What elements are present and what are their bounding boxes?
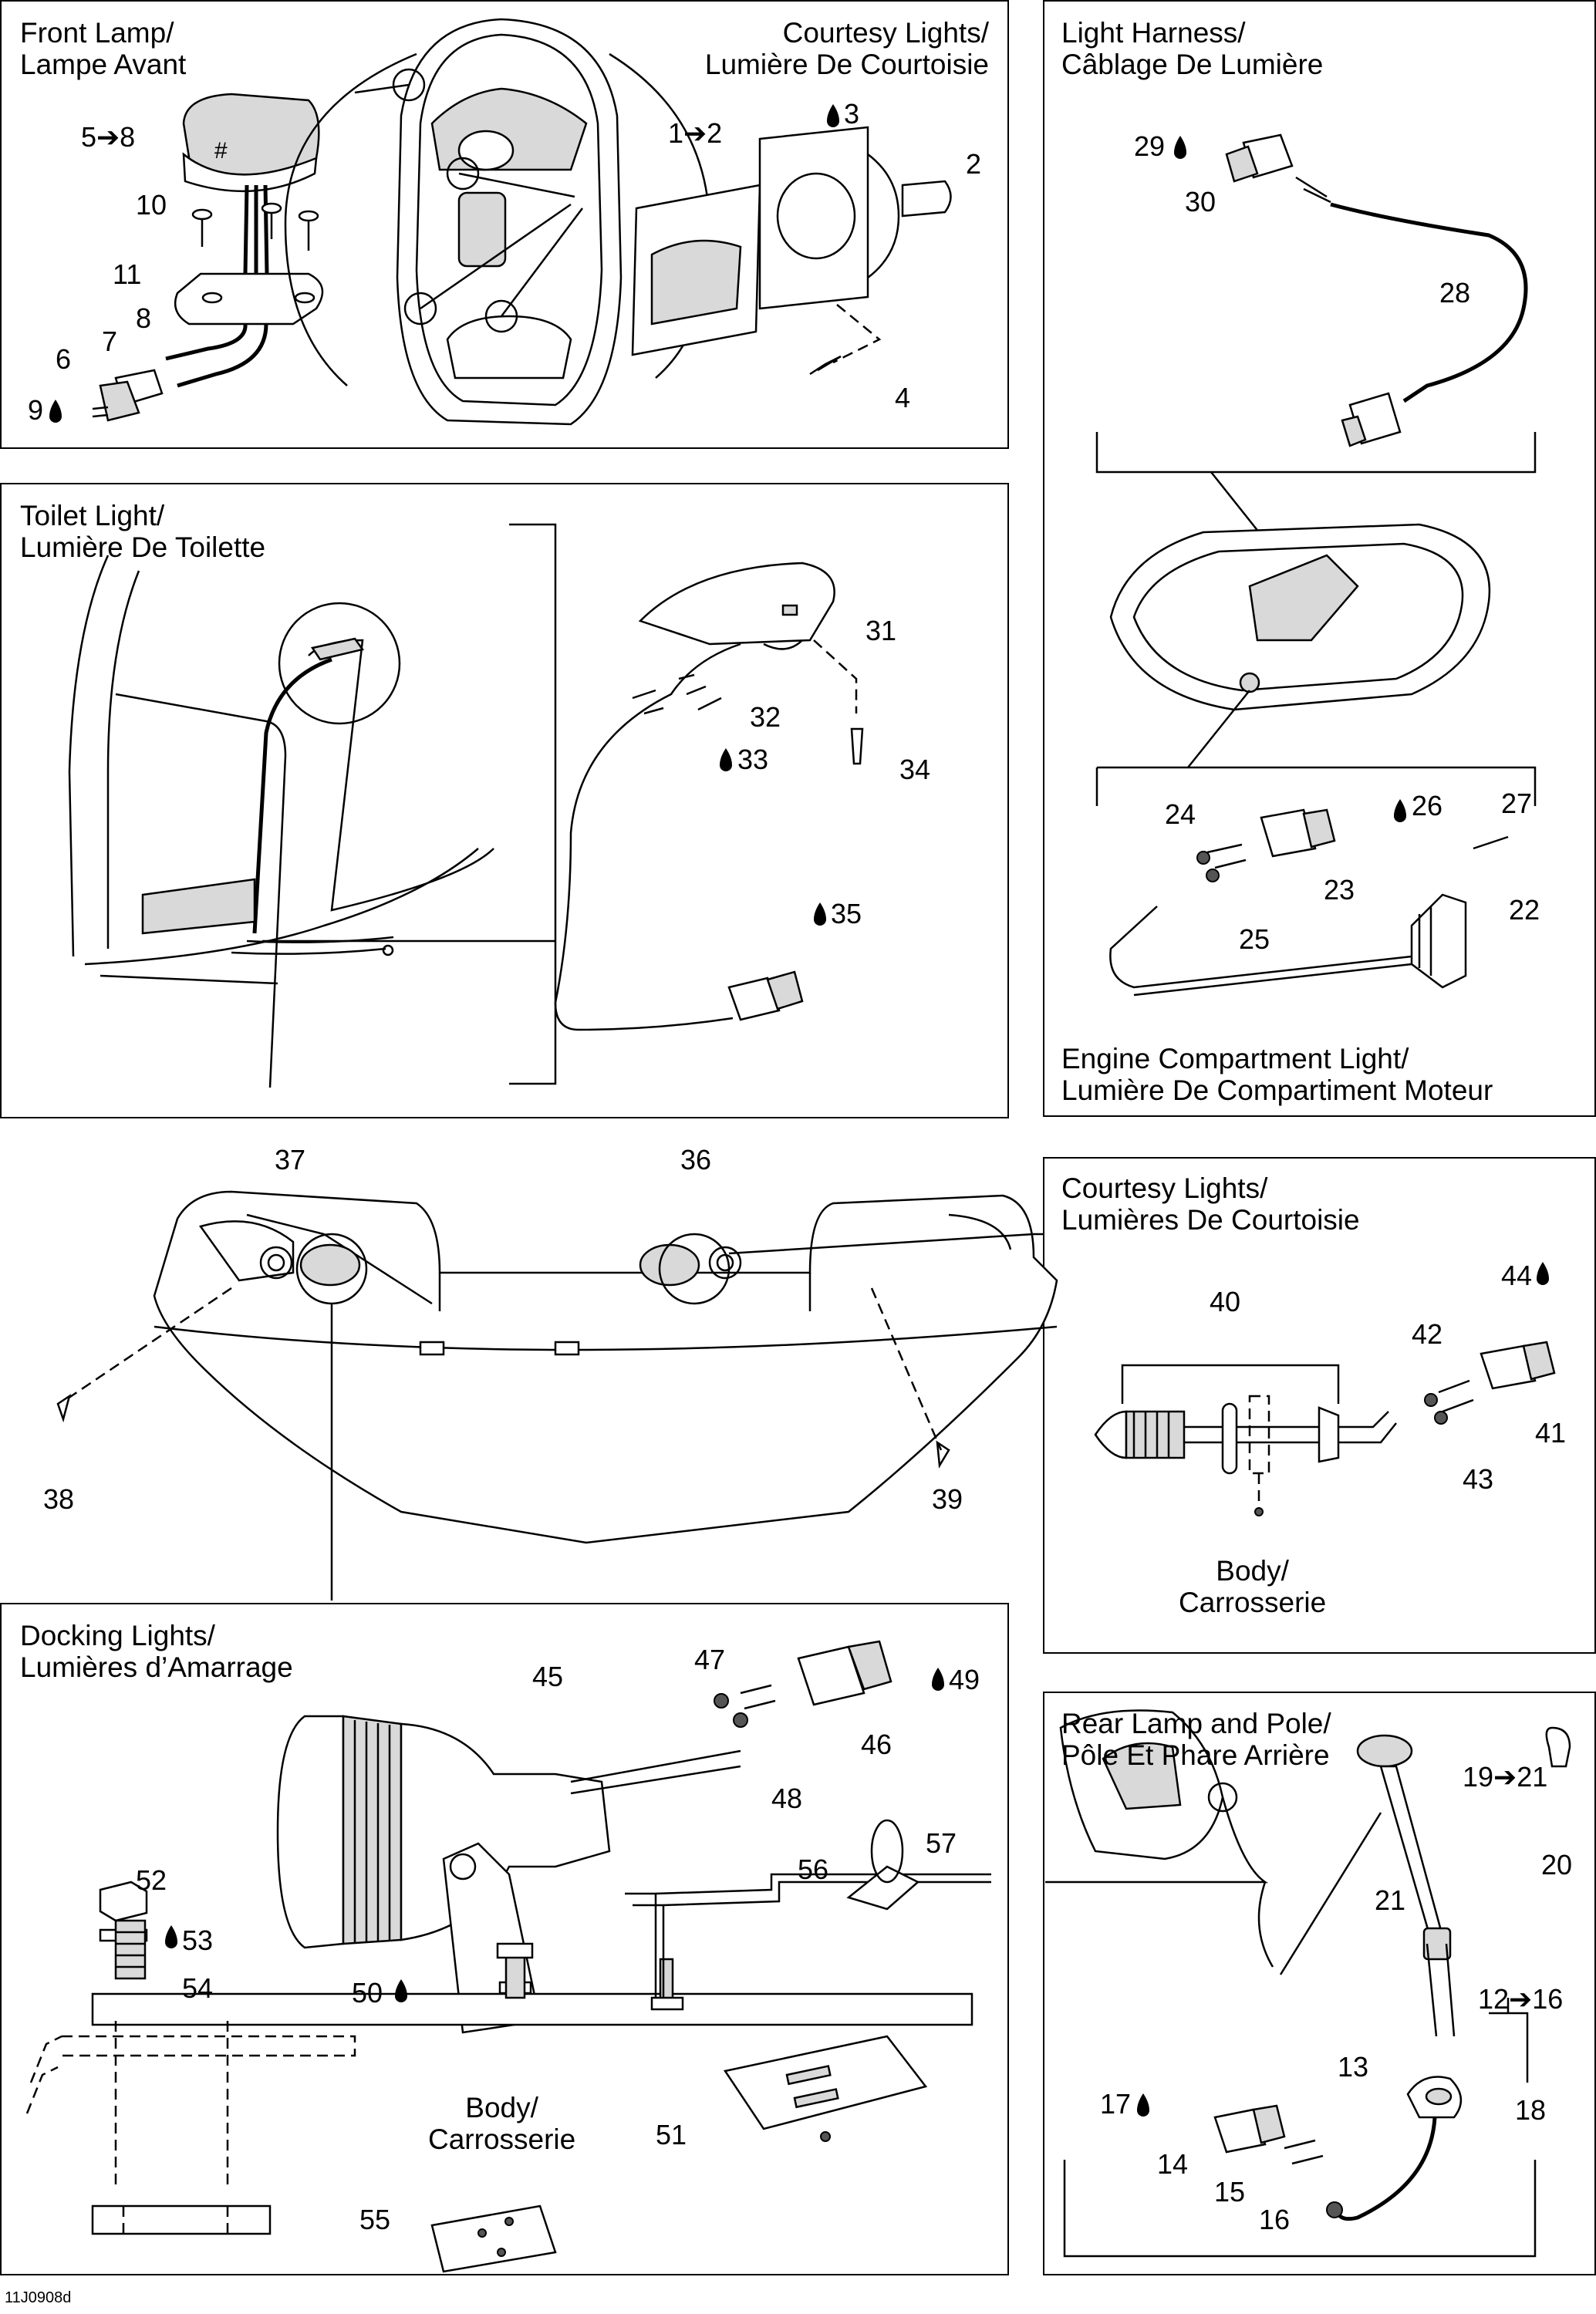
callout-46: 46 <box>861 1729 892 1760</box>
callout-38: 38 <box>43 1483 75 1515</box>
callout-16: 16 <box>1259 2204 1291 2235</box>
panel-courtesy-lights-side <box>1043 1157 1596 1654</box>
callout-27: 27 <box>1501 788 1533 819</box>
callout-41: 41 <box>1535 1417 1567 1449</box>
callout-19-21: 19➔21 <box>1463 1761 1548 1793</box>
callout-25: 25 <box>1239 923 1270 955</box>
toilet-light-drawing <box>68 523 557 1088</box>
callout-26: 26 <box>1412 790 1443 821</box>
callout-57: 57 <box>926 1827 957 1859</box>
callout-11: 11 <box>113 258 142 290</box>
courtesy-light-side-drawing <box>1094 1341 1556 1516</box>
svg-text:#: # <box>214 138 228 164</box>
callout-28: 28 <box>1439 277 1471 309</box>
callout-17: 17 <box>1100 2088 1132 2120</box>
callout-10: 10 <box>136 189 167 221</box>
callout-36: 36 <box>680 1144 712 1176</box>
engine-light-parts-drawing <box>1109 808 1509 997</box>
docking-connector-drawing <box>714 1640 892 1728</box>
engine-compartment-tub-drawing <box>1095 523 1537 806</box>
front-lamp-title: Front Lamp/ Lampe Avant <box>20 17 187 80</box>
light-harness-drawing <box>1095 133 1537 541</box>
callout-44: 44 <box>1501 1260 1533 1291</box>
callout-49: 49 <box>949 1664 980 1695</box>
callout-12-16: 12➔16 <box>1478 1983 1564 2015</box>
docking-body-label: Body/ Carrosserie <box>428 2092 576 2155</box>
callout-40: 40 <box>1210 1286 1241 1317</box>
callout-9: 9 <box>28 394 44 426</box>
callout-6: 6 <box>56 343 72 375</box>
courtesy-lights-side-title: Courtesy Lights/ Lumières De Courtoisie <box>1061 1172 1360 1236</box>
callout-20: 20 <box>1541 1849 1573 1881</box>
hull-top-view <box>284 18 711 426</box>
drawing-code: 11J0908d <box>5 2289 72 2306</box>
callout-54: 54 <box>182 1972 214 2004</box>
callout-3: 3 <box>844 98 860 130</box>
callout-5-8: 5➔8 <box>81 121 136 153</box>
callout-56: 56 <box>798 1854 829 1885</box>
callout-37: 37 <box>275 1144 306 1176</box>
callout-35: 35 <box>831 898 862 929</box>
callout-50: 50 <box>352 1977 383 2009</box>
callout-7: 7 <box>102 326 118 357</box>
callout-22: 22 <box>1509 894 1540 926</box>
callout-30: 30 <box>1185 186 1216 218</box>
callout-13: 13 <box>1338 2051 1369 2083</box>
callout-33: 33 <box>737 744 769 775</box>
courtesy-light-top-drawing <box>631 126 952 376</box>
callout-51: 51 <box>656 2119 687 2150</box>
callout-42: 42 <box>1412 1318 1443 1350</box>
callout-24: 24 <box>1165 798 1196 830</box>
callout-23: 23 <box>1324 874 1355 906</box>
callout-43: 43 <box>1463 1463 1494 1495</box>
callout-53: 53 <box>182 1924 214 1956</box>
callout-15: 15 <box>1214 2176 1246 2208</box>
callout-4: 4 <box>895 382 911 413</box>
panel-toilet-light <box>0 483 1009 1118</box>
docking-lights-title: Docking Lights/ Lumières d’Amarrage <box>20 1620 293 1683</box>
callout-14: 14 <box>1157 2148 1189 2180</box>
callout-52: 52 <box>136 1864 167 1896</box>
light-harness-title: Light Harness/ Câblage De Lumière <box>1061 17 1324 80</box>
callout-34: 34 <box>899 754 931 785</box>
callout-47: 47 <box>694 1644 726 1675</box>
courtesy-body-label: Body/ Carrosserie <box>1179 1555 1327 1618</box>
stern-view-drawing <box>56 1190 1058 1601</box>
callout-48: 48 <box>771 1783 803 1814</box>
callout-8: 8 <box>136 302 152 334</box>
front-lamp-drawing: # <box>92 93 324 422</box>
rear-lamp-pole-title: Rear Lamp and Pole/ Pôle Et Phare Arrièr… <box>1061 1708 1331 1771</box>
callout-29: 29 <box>1134 130 1166 162</box>
callout-31: 31 <box>865 615 897 646</box>
callout-21: 21 <box>1375 1884 1406 1916</box>
docking-light-drawing <box>25 1715 991 2273</box>
callout-45: 45 <box>532 1661 564 1692</box>
courtesy-lights-top-title: Courtesy Lights/ Lumière De Courtoisie <box>704 17 989 80</box>
callout-2: 2 <box>966 148 982 180</box>
rear-lamp-pole-drawing <box>1045 1709 1571 2258</box>
callout-32: 32 <box>750 701 781 733</box>
callout-18: 18 <box>1515 2094 1547 2126</box>
engine-compartment-light-title: Engine Compartment Light/ Lumière De Com… <box>1061 1043 1493 1106</box>
toilet-light-parts-drawing <box>554 562 864 1031</box>
toilet-light-title: Toilet Light/ Lumière De Toilette <box>20 500 266 563</box>
callout-55: 55 <box>359 2204 391 2235</box>
callout-1-2: 1➔2 <box>668 117 723 149</box>
callout-39: 39 <box>932 1483 963 1515</box>
